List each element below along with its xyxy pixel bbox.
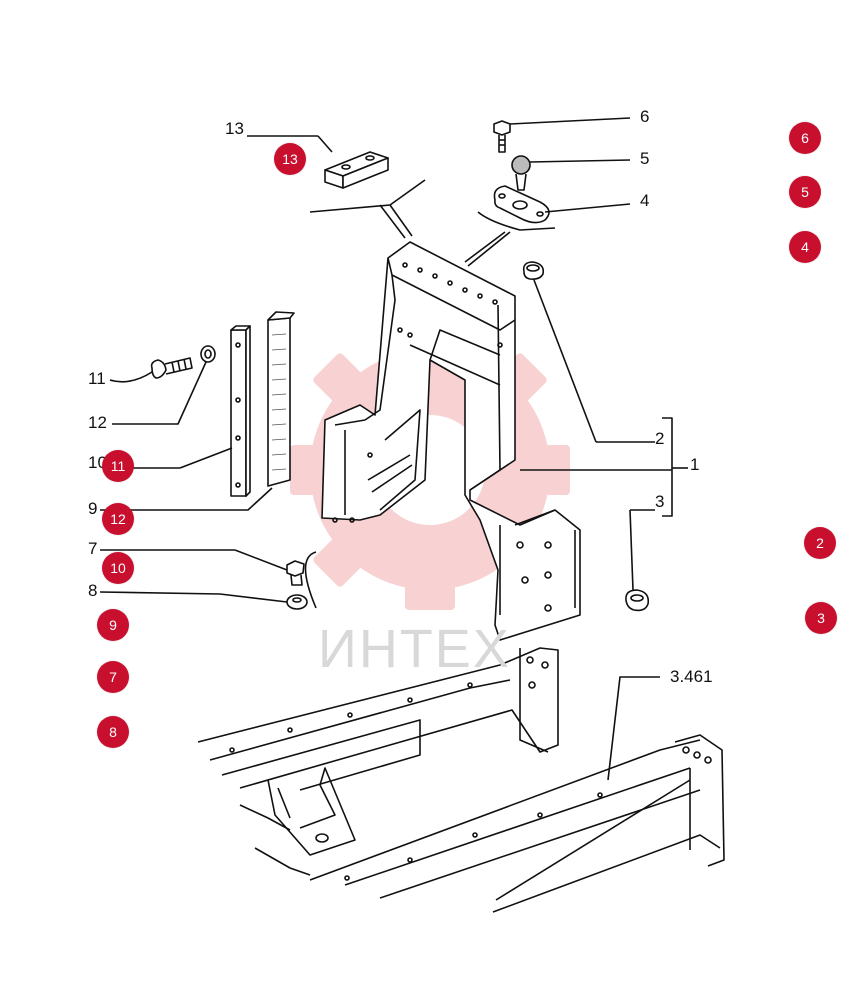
callout-labels: 13 6 5 4 11 12 10 9 2 1 3 7 8 3.461 bbox=[88, 107, 713, 686]
callout-11: 11 bbox=[88, 369, 106, 388]
hotspot-3[interactable]: 3 bbox=[805, 602, 837, 634]
part-3-plug bbox=[625, 589, 650, 612]
part-8-nut bbox=[286, 594, 308, 610]
callout-8: 8 bbox=[88, 581, 97, 600]
chassis-rails bbox=[197, 647, 725, 913]
hotspot-10[interactable]: 10 bbox=[102, 552, 134, 584]
part-11-bolt bbox=[150, 357, 193, 379]
callout-reference-3-461: 3.461 bbox=[670, 667, 713, 686]
watermark-text: ИНТЕХ bbox=[318, 619, 511, 679]
callout-5: 5 bbox=[640, 149, 649, 168]
hotspot-2[interactable]: 2 bbox=[804, 527, 836, 559]
part-13-block bbox=[324, 151, 389, 189]
hotspot-7[interactable]: 7 bbox=[97, 661, 129, 693]
part-9-pad bbox=[267, 311, 295, 487]
callout-4: 4 bbox=[640, 191, 649, 210]
part-1-frame bbox=[321, 241, 581, 641]
part-10-strip bbox=[230, 325, 251, 497]
hotspot-13[interactable]: 13 bbox=[274, 143, 306, 175]
callout-9: 9 bbox=[88, 499, 97, 518]
hotspot-6[interactable]: 6 bbox=[789, 122, 821, 154]
callout-2: 2 bbox=[655, 429, 664, 448]
hotspot-11[interactable]: 11 bbox=[102, 450, 134, 482]
callout-13: 13 bbox=[225, 119, 244, 138]
hotspot-8[interactable]: 8 bbox=[97, 716, 129, 748]
drawing-lines bbox=[99, 117, 725, 913]
callout-1: 1 bbox=[690, 455, 699, 474]
callout-3: 3 bbox=[655, 492, 664, 511]
part-2-plug bbox=[522, 261, 545, 280]
part-6-bolt bbox=[493, 120, 511, 153]
part-12-washer bbox=[200, 345, 216, 363]
hotspot-12[interactable]: 12 bbox=[102, 503, 134, 535]
callout-7: 7 bbox=[88, 539, 97, 558]
hotspot-9[interactable]: 9 bbox=[97, 609, 129, 641]
part-5-stud bbox=[511, 155, 531, 191]
part-4-plate bbox=[493, 185, 550, 224]
callout-6: 6 bbox=[640, 107, 649, 126]
part-7-bolt bbox=[286, 560, 305, 586]
callout-12: 12 bbox=[88, 413, 107, 432]
hotspot-4[interactable]: 4 bbox=[789, 231, 821, 263]
hotspot-5[interactable]: 5 bbox=[789, 176, 821, 208]
